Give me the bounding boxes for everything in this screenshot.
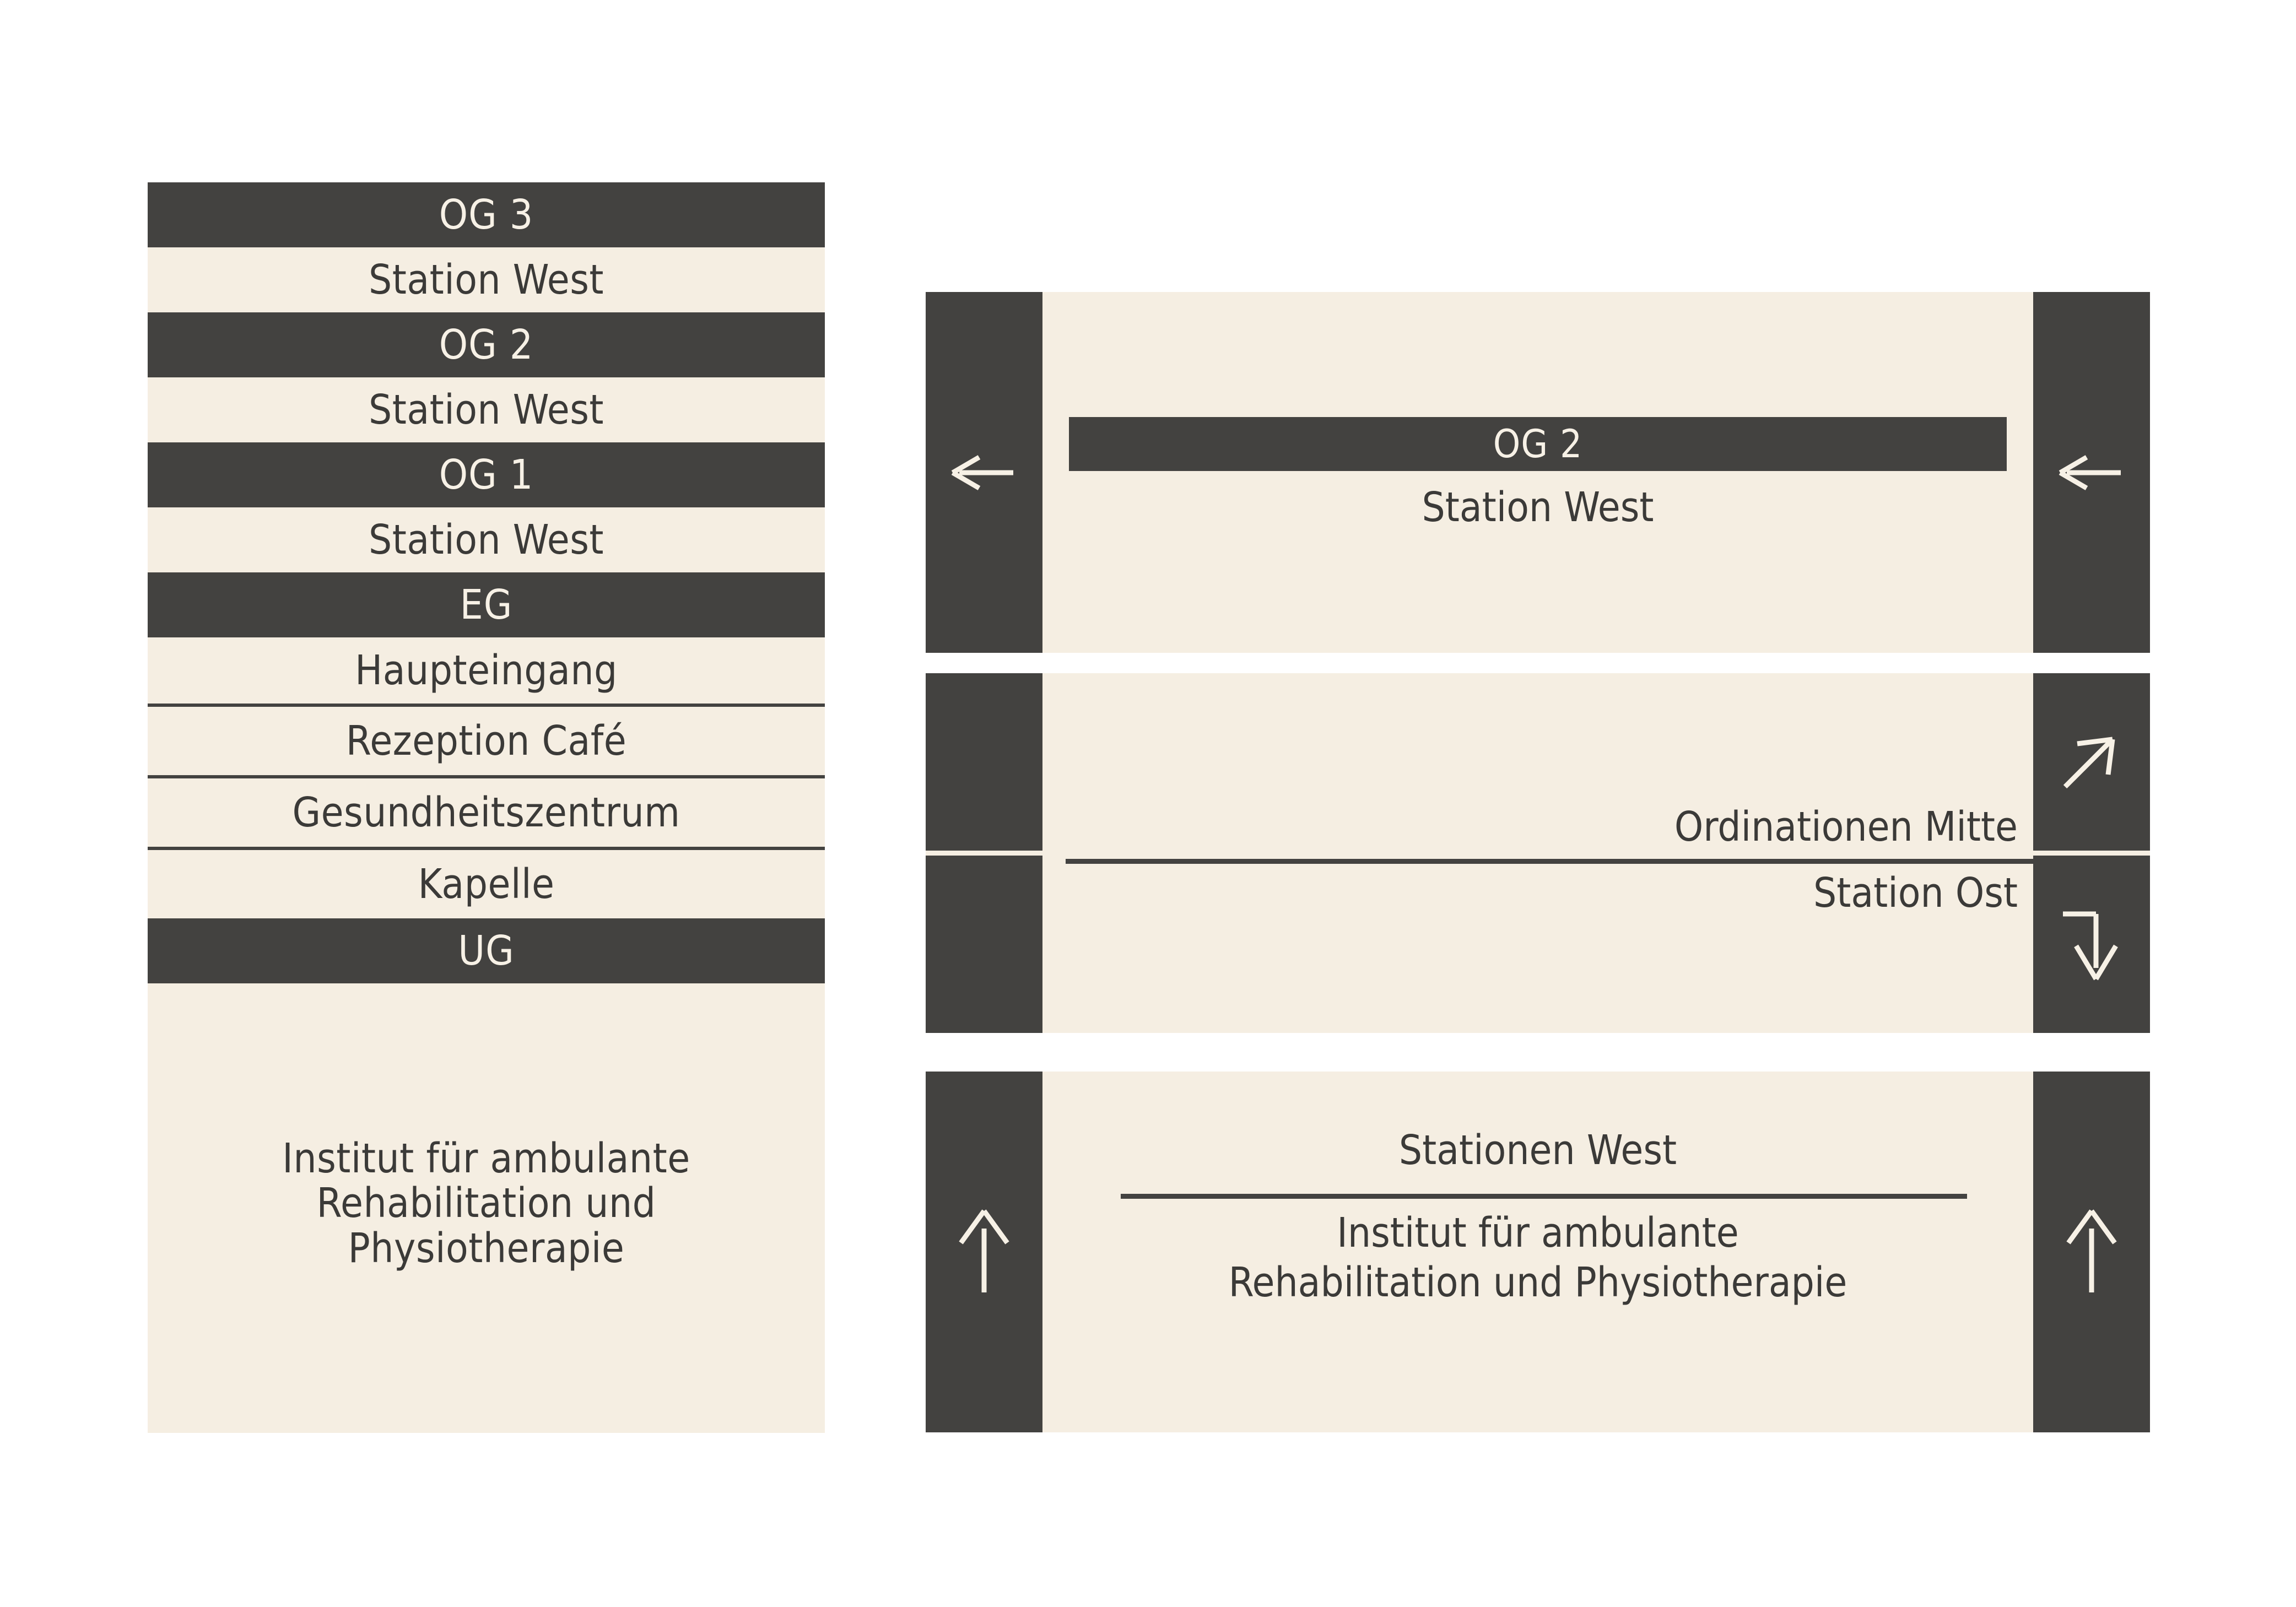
- directory-row-station-west-og1: Station West: [148, 507, 825, 572]
- left-column-upper: [926, 673, 1042, 851]
- floor-directory-board: OG 3 Station West OG 2 Station West OG 1…: [148, 182, 825, 1433]
- destination-ordinationen-mitte: Ordinationen Mitte: [1674, 803, 2018, 851]
- destination-stationen-west: Stationen West: [1398, 1127, 1677, 1174]
- directory-row-gesundheitszentrum: Gesundheitszentrum: [148, 775, 825, 847]
- directory-row-institut: Institut für ambulante Rehabilitation un…: [148, 983, 825, 1433]
- institut-line-1: Institut für ambulante: [282, 1134, 690, 1182]
- destination-station-west: Station West: [1422, 484, 1654, 531]
- right-column-lower: [2033, 856, 2150, 1033]
- arrow-up-right-icon: [2063, 737, 2115, 789]
- left-column-lower: [926, 856, 1042, 1033]
- right-column-ordinationen: [2033, 673, 2150, 1033]
- column-gap-divider: [926, 851, 1042, 856]
- floor-band-eg: EG: [148, 572, 825, 637]
- destination-station-ost: Station Ost: [1813, 869, 2018, 917]
- institut-line-2: Rehabilitation und: [316, 1179, 656, 1227]
- floor-band-ug: UG: [148, 918, 825, 983]
- arrow-left-icon: [951, 454, 1013, 490]
- right-arrow-column-og2: [2033, 292, 2150, 653]
- floor-band-og1: OG 1: [148, 442, 825, 507]
- column-gap-divider-right: [2033, 851, 2150, 856]
- divider-rule: [1066, 859, 2033, 864]
- directory-row-haupteingang: Haupteingang: [148, 637, 825, 704]
- directory-row-kapelle: Kapelle: [148, 847, 825, 918]
- left-arrow-column-west: [926, 1072, 1042, 1432]
- arrow-up-icon: [2066, 1209, 2117, 1292]
- left-column-ordinationen: [926, 673, 1042, 1033]
- sign-west-centre: Stationen West Institut für ambulante Re…: [1042, 1072, 2033, 1432]
- institut-line-1: Institut für ambulante: [1337, 1209, 1739, 1257]
- arrow-up-icon: [959, 1209, 1009, 1292]
- directory-row-station-west-og2: Station West: [148, 377, 825, 442]
- destination-institut-block: Institut für ambulante Rehabilitation un…: [1042, 1208, 2033, 1308]
- sign-ordinationen-station-ost: Ordinationen Mitte Station Ost: [926, 673, 2150, 1033]
- arrow-right-then-down-icon: [2063, 911, 2118, 981]
- institut-line-2: Rehabilitation und Physiotherapie: [1228, 1259, 1847, 1307]
- institut-line-3: Physiotherapie: [348, 1224, 625, 1272]
- directory-row-rezeption-cafe: Rezeption Café: [148, 704, 825, 775]
- sign-og2-station-west: OG 2 Station West: [926, 292, 2150, 653]
- divider-rule-west: [1121, 1194, 1967, 1199]
- left-arrow-column-og2: [926, 292, 1042, 653]
- floor-band-og3: OG 3: [148, 182, 825, 247]
- floor-badge-og2: OG 2: [1069, 417, 2007, 471]
- arrow-left-icon: [2059, 454, 2121, 490]
- right-column-upper: [2033, 673, 2150, 851]
- directory-row-station-west-og3: Station West: [148, 247, 825, 312]
- sign-ordinationen-centre: Ordinationen Mitte Station Ost: [1042, 673, 2033, 1033]
- floor-band-og2: OG 2: [148, 312, 825, 377]
- sign-stationen-west-institut: Stationen West Institut für ambulante Re…: [926, 1072, 2150, 1432]
- sign-og2-centre: OG 2 Station West: [1042, 292, 2033, 653]
- right-arrow-column-west: [2033, 1072, 2150, 1432]
